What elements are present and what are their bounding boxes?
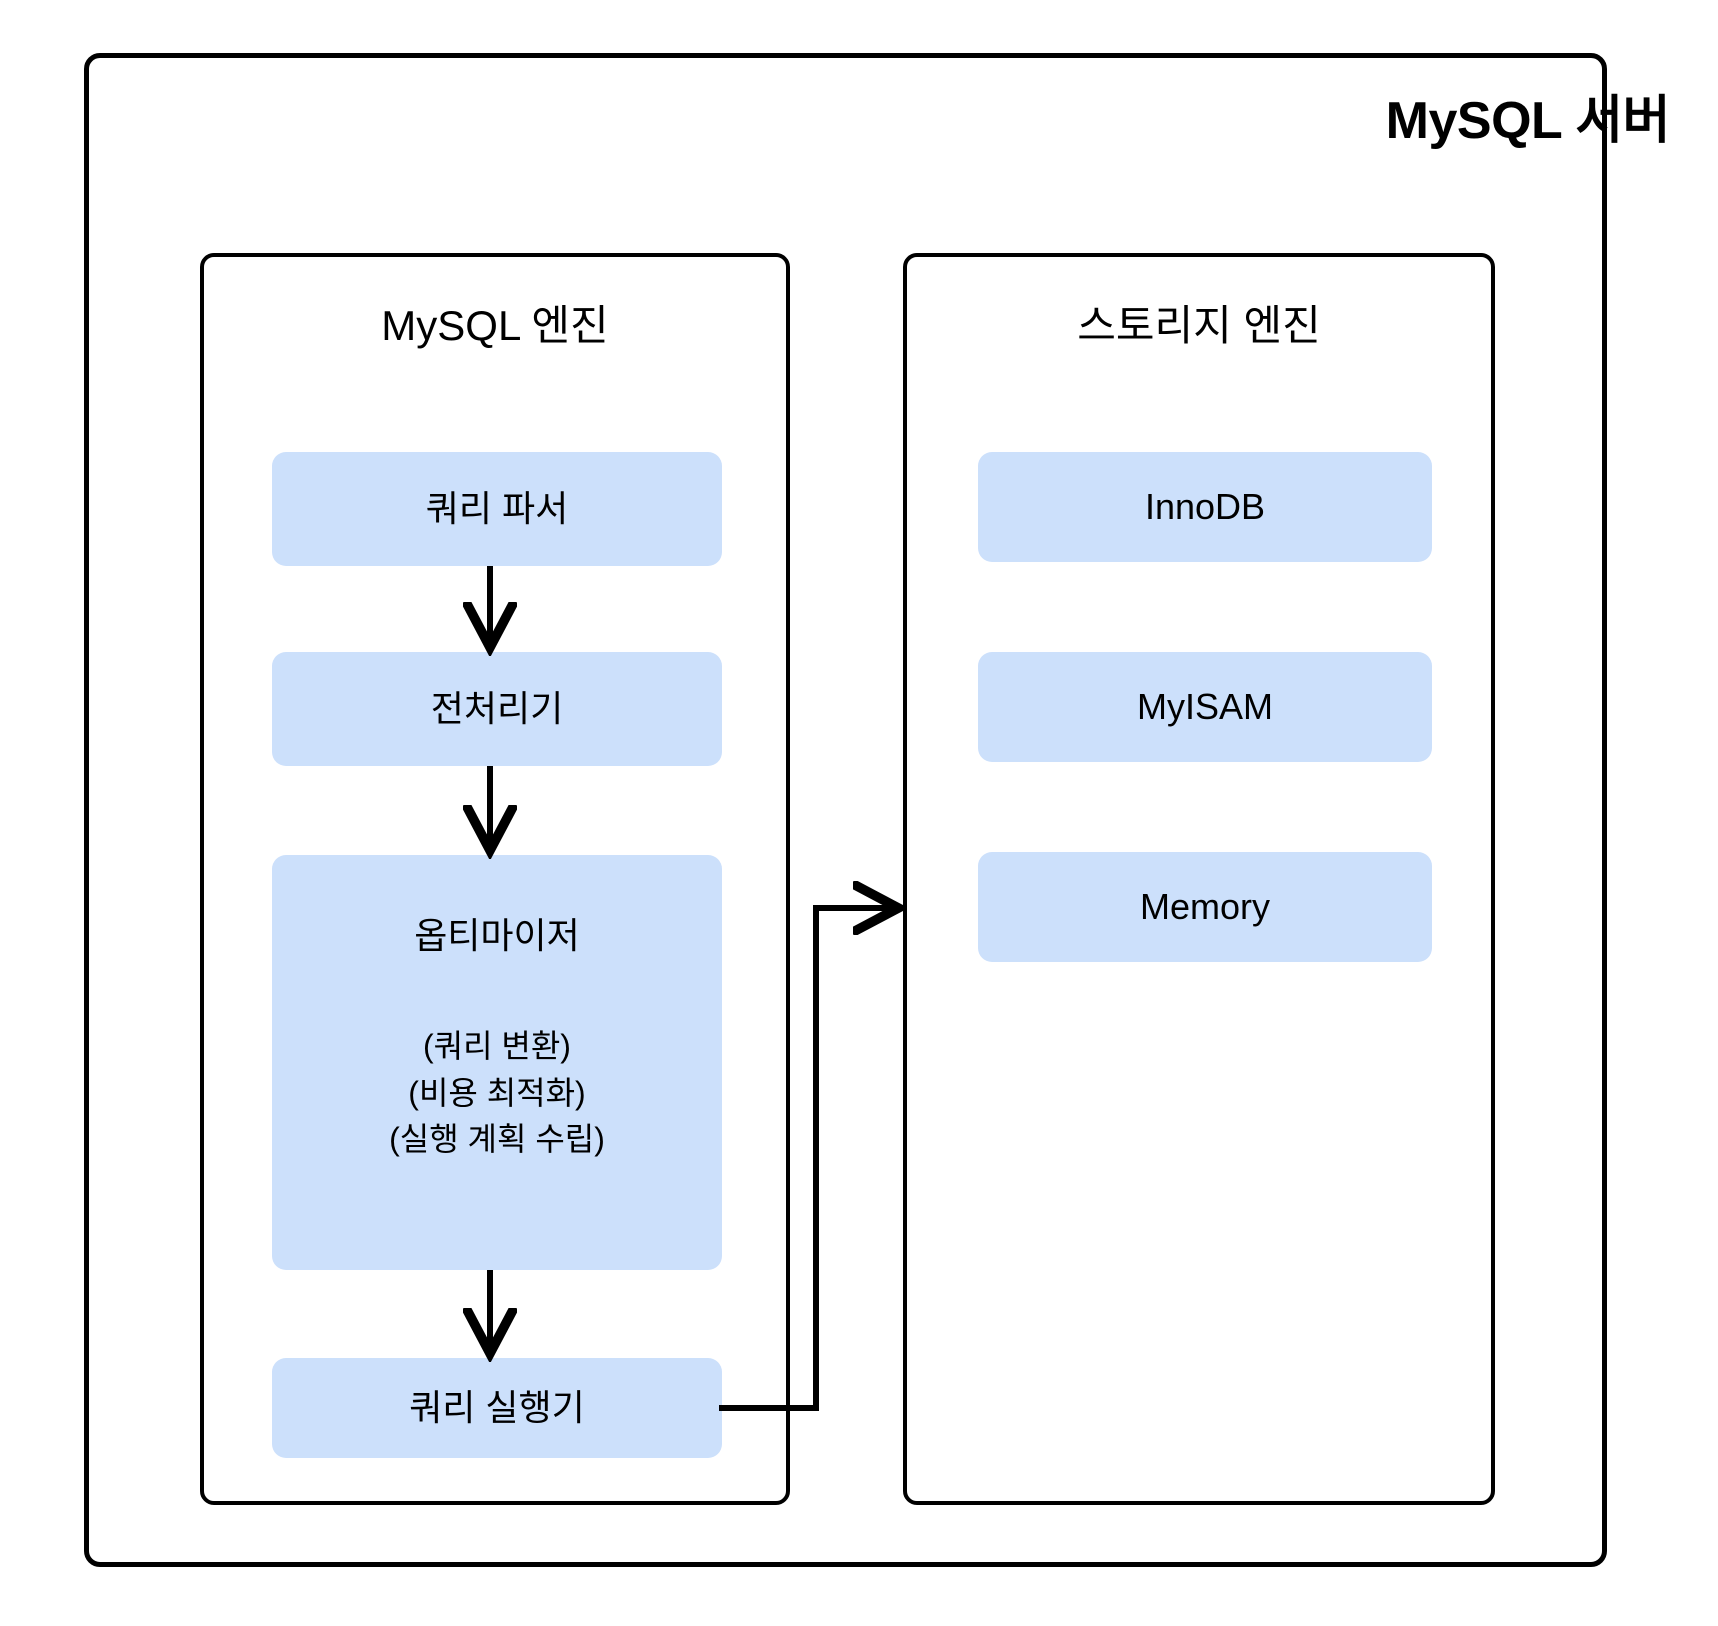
mysql-server-boundary bbox=[84, 53, 1607, 1567]
block-query-parser[interactable]: 쿼리 파서 bbox=[272, 452, 722, 566]
block-query-executor-label: 쿼리 실행기 bbox=[409, 1386, 585, 1428]
block-memory[interactable]: Memory bbox=[978, 852, 1432, 962]
block-optimizer-sublabels: (쿼리 변환) (비용 최적화) (실행 계획 수립) bbox=[389, 1028, 605, 1158]
block-query-executor[interactable]: 쿼리 실행기 bbox=[272, 1358, 722, 1458]
mysql-engine-title: MySQL 엔진 bbox=[381, 302, 609, 349]
block-myisam-label: MyISAM bbox=[1136, 685, 1273, 727]
block-memory-label: Memory bbox=[1139, 885, 1270, 927]
mysql-server-title: MySQL 서버 bbox=[1385, 92, 1671, 150]
storage-engine-panel: 스토리지 엔진 bbox=[903, 253, 1495, 1505]
mysql-engine-panel: MySQL 엔진 bbox=[200, 253, 790, 1505]
block-myisam[interactable]: MyISAM bbox=[978, 652, 1432, 762]
block-optimizer[interactable]: 옵티마이저 (쿼리 변환) (비용 최적화) (실행 계획 수립) bbox=[272, 855, 722, 1270]
block-query-parser-label: 쿼리 파서 bbox=[425, 487, 569, 529]
block-preprocessor[interactable]: 전처리기 bbox=[272, 652, 722, 766]
block-innodb[interactable]: InnoDB bbox=[978, 452, 1432, 562]
storage-engine-title: 스토리지 엔진 bbox=[1077, 302, 1321, 349]
block-innodb-label: InnoDB bbox=[1144, 485, 1266, 527]
block-optimizer-label: 옵티마이저 bbox=[414, 915, 580, 956]
block-preprocessor-label: 전처리기 bbox=[430, 687, 564, 729]
